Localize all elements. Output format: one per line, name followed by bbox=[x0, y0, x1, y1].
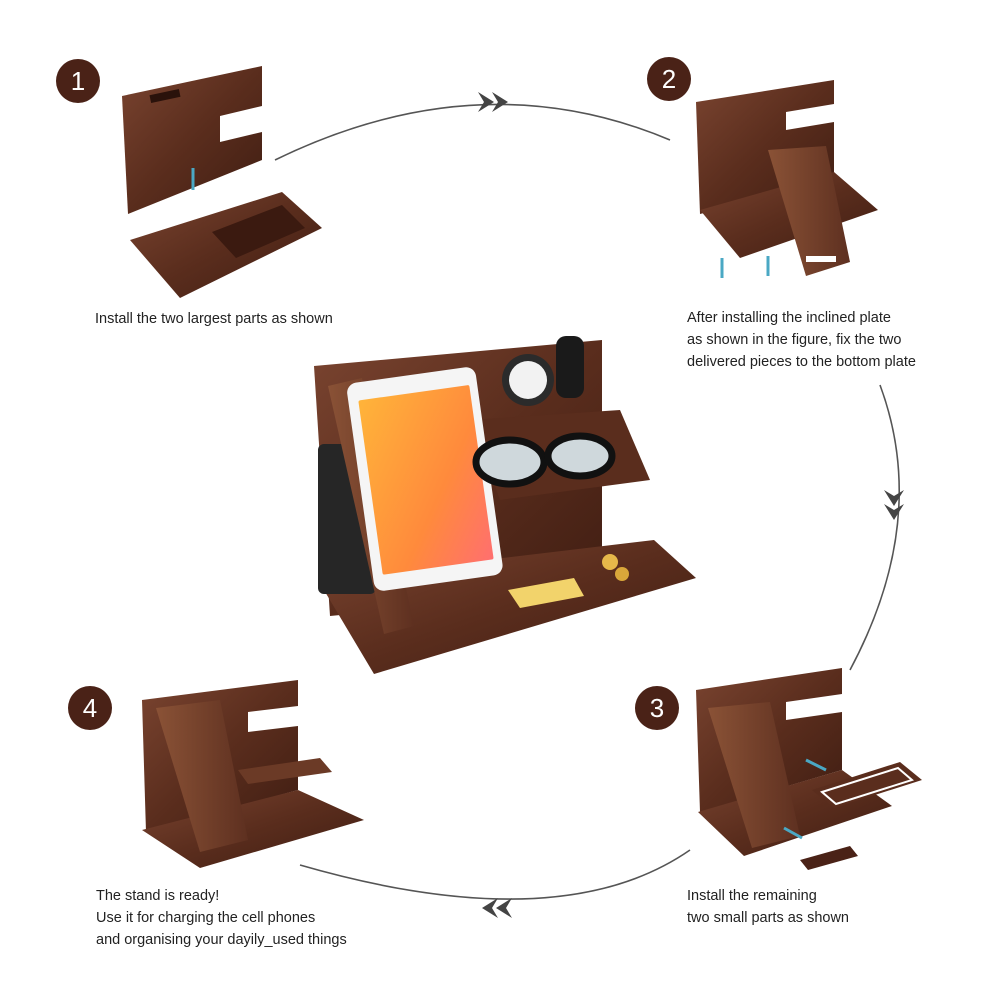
step-2-badge: 2 bbox=[647, 57, 691, 101]
caption-line: After installing the inclined plate bbox=[687, 310, 891, 326]
step-4-illustration bbox=[142, 680, 364, 868]
chevron-left-icon bbox=[482, 898, 512, 918]
step-1-illustration bbox=[122, 66, 322, 298]
step-2-caption: After installing the inclined plate as s… bbox=[687, 307, 916, 373]
caption-line: Use it for charging the cell phones bbox=[96, 910, 316, 926]
caption-line: as shown in the figure, fix the two bbox=[687, 332, 902, 348]
product-illustration bbox=[314, 336, 696, 674]
caption-line: Install the remaining bbox=[687, 888, 817, 904]
caption-line: two small parts as shown bbox=[687, 910, 849, 926]
step-3-badge: 3 bbox=[635, 686, 679, 730]
step-1-caption: Install the two largest parts as shown bbox=[95, 308, 333, 330]
step-4-caption: The stand is ready! Use it for charging … bbox=[96, 885, 347, 951]
caption-line: and organising your dayily_used things bbox=[96, 932, 347, 948]
step-4-badge: 4 bbox=[68, 686, 112, 730]
caption-line: Install the two largest parts as shown bbox=[95, 311, 333, 327]
step-1-badge: 1 bbox=[56, 59, 100, 103]
caption-line: delivered pieces to the bottom plate bbox=[687, 354, 916, 370]
step-3-caption: Install the remaining two small parts as… bbox=[687, 885, 849, 929]
chevron-down-icon bbox=[884, 490, 904, 520]
cycle-arrow-icon bbox=[274, 103, 901, 900]
step-3-illustration bbox=[696, 668, 922, 870]
caption-line: The stand is ready! bbox=[96, 888, 220, 904]
step-2-illustration bbox=[696, 80, 878, 278]
chevron-right-icon bbox=[478, 92, 508, 112]
